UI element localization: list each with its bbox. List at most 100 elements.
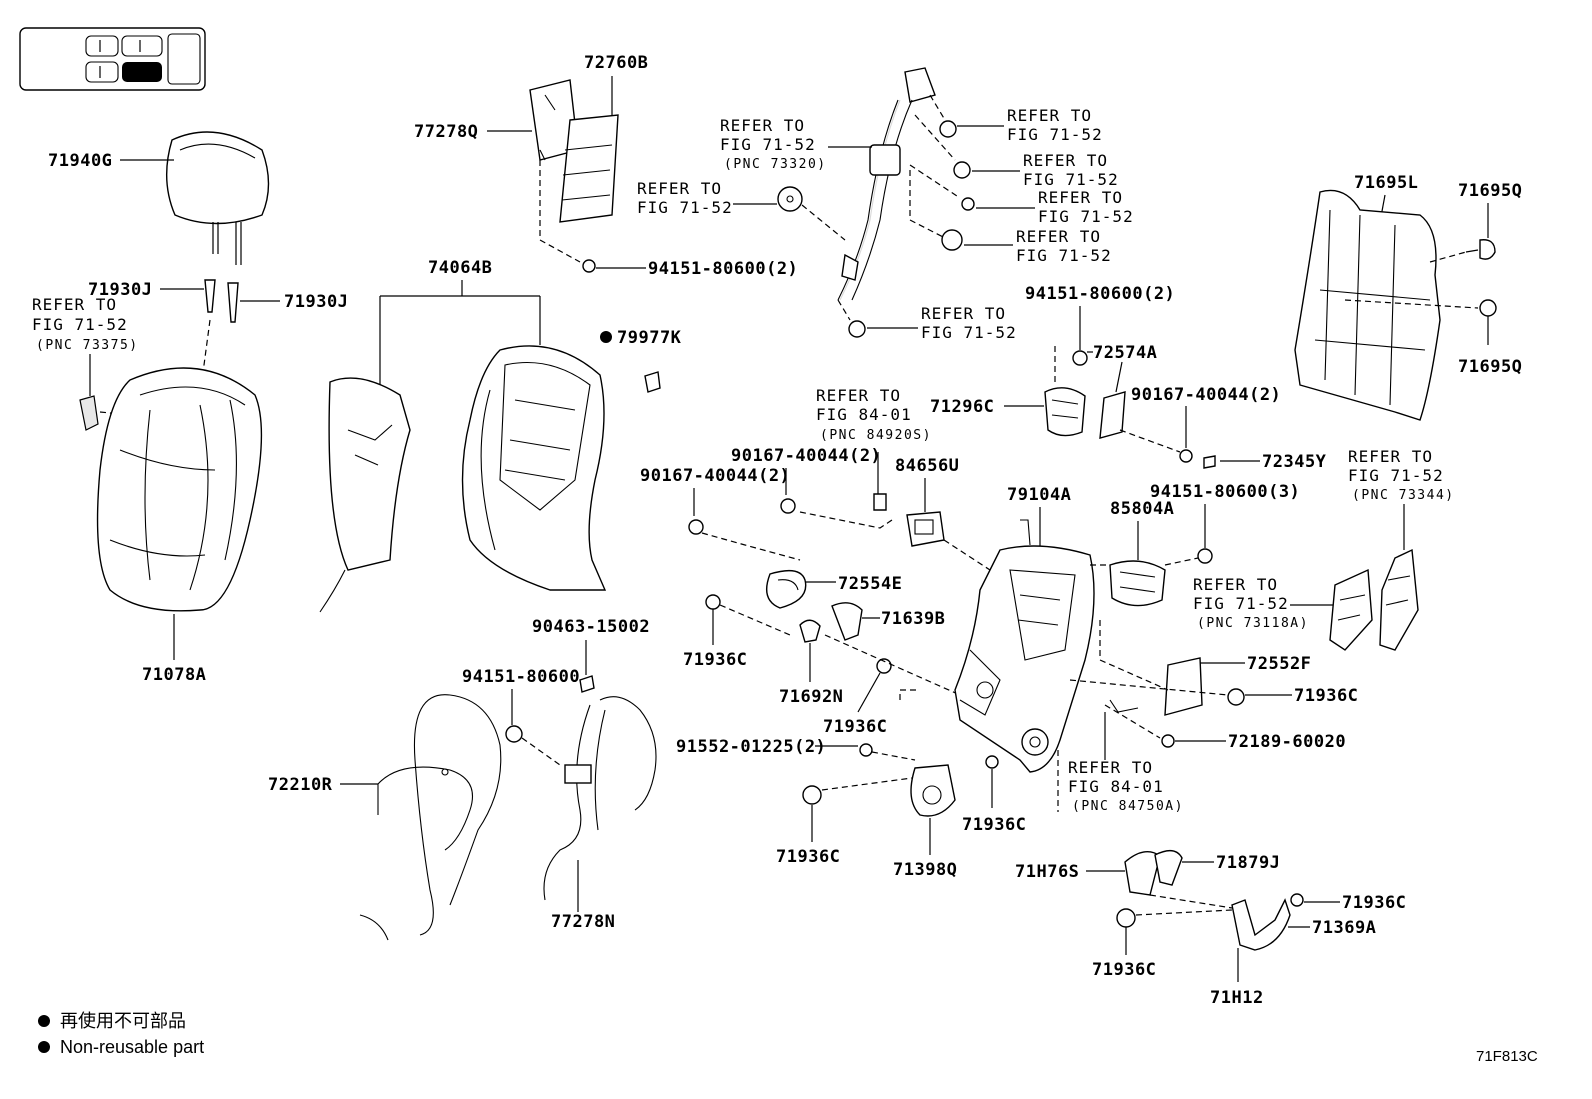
legend-non-reusable-en: Non-reusable part [60, 1037, 204, 1057]
label-79977K: 79977K [617, 328, 682, 348]
label-72210R: 72210R [268, 775, 333, 795]
label-72345Y: 72345Y [1262, 452, 1327, 472]
headrest-drawing [165, 131, 270, 265]
label-72574A: 72574A [1093, 343, 1157, 363]
label-72760B: 72760B [584, 53, 648, 73]
refer-fig-71-52-pnc-73375: REFER TO FIG 71-52 (PNC 73375) [32, 295, 139, 353]
label-71H76S: 71H76S [1015, 862, 1079, 882]
nut-84656U-drawing [873, 493, 887, 511]
label-71398Q: 71398Q [893, 860, 957, 880]
svg-text:FIG 71-52: FIG 71-52 [1193, 594, 1289, 613]
label-71692N: 71692N [779, 687, 843, 707]
svg-text:(PNC 84920S): (PNC 84920S) [820, 428, 932, 443]
wire-harness-72210R-drawing [359, 694, 502, 941]
recliner-cover-drawing [1044, 387, 1126, 439]
svg-text:REFER TO: REFER TO [720, 116, 805, 135]
label-71695L: 71695L [1354, 173, 1418, 193]
wire-harness-77278N-drawing [543, 696, 657, 901]
svg-text:FIG 71-52: FIG 71-52 [921, 323, 1017, 342]
seat-locator-icon [19, 27, 206, 91]
svg-text:REFER TO: REFER TO [1193, 575, 1278, 594]
svg-text:(PNC 73375): (PNC 73375) [36, 338, 139, 353]
label-91552-01225-2: 91552-01225(2) [676, 737, 826, 757]
refer-fig-71-52-pnc-73344: REFER TO FIG 71-52 (PNC 73344) [1348, 447, 1455, 503]
svg-text:REFER TO: REFER TO [1348, 447, 1433, 466]
seat-back-frame-pad-drawing [461, 345, 607, 591]
refer-fig-71-52-nut: REFER TO FIG 71-52 [1016, 227, 1112, 265]
label-71078A: 71078A [142, 665, 206, 685]
cover-71H76S-drawing [1124, 850, 1183, 896]
label-71695Q-bottom: 71695Q [1458, 357, 1522, 377]
label-84656U: 84656U [895, 456, 959, 476]
svg-text:(PNC 84750A): (PNC 84750A) [1072, 799, 1184, 814]
svg-text:REFER TO: REFER TO [637, 179, 722, 198]
seat-back-cover-drawing [96, 367, 263, 612]
cover-71692N-drawing [799, 619, 821, 643]
label-85804A: 85804A [1110, 499, 1174, 519]
seat-back-board-drawing [529, 79, 619, 223]
label-71936C-mid: 71936C [823, 717, 887, 737]
lock-73118A-drawing [1329, 568, 1373, 651]
label-71936C-left: 71936C [683, 650, 747, 670]
label-90463-15002: 90463-15002 [532, 617, 650, 637]
svg-text:FIG 71-52: FIG 71-52 [1348, 466, 1444, 485]
label-90167-40044-2-right: 90167-40044(2) [1131, 385, 1281, 405]
control-85804A-drawing [1109, 560, 1166, 607]
refer-fig-71-52-lower-bolt: REFER TO FIG 71-52 [921, 304, 1017, 342]
label-71936C-bottom: 71936C [1092, 960, 1156, 980]
seat-back-frame-drawing [954, 519, 1095, 773]
svg-text:REFER TO: REFER TO [816, 386, 901, 405]
seat-back-pad-drawing [319, 377, 411, 613]
belt-bolts-drawing [848, 120, 975, 338]
svg-text:FIG 71-52: FIG 71-52 [32, 315, 128, 334]
svg-text:REFER TO: REFER TO [1016, 227, 1101, 246]
refer-fig-71-52-bolt-2: REFER TO FIG 71-52 [1023, 151, 1118, 189]
diagram-code: 71F813C [1476, 1048, 1538, 1065]
label-79104A: 79104A [1007, 485, 1071, 505]
svg-text:REFER TO: REFER TO [1038, 188, 1123, 207]
label-71879J: 71879J [1216, 853, 1280, 873]
refer-fig-84-01-pnc-84920S: REFER TO FIG 84-01 (PNC 84920S) [816, 386, 932, 443]
seat-back-board-71695L-drawing [1294, 189, 1441, 421]
bracket-72554E-drawing [766, 569, 807, 609]
washer-drawing [777, 186, 803, 212]
svg-text:REFER TO: REFER TO [32, 295, 117, 314]
refer-fig-71-52-pnc-73118A: REFER TO FIG 71-52 (PNC 73118A) [1193, 575, 1307, 631]
refer-fig-71-52-pnc-73320: REFER TO FIG 71-52 (PNC 73320) [720, 116, 827, 172]
label-71369A: 71369A [1312, 918, 1376, 938]
label-71H12: 71H12 [1210, 988, 1264, 1008]
bracket-84656U-drawing [906, 511, 945, 547]
label-90167-40044-2-mid: 90167-40044(2) [731, 446, 881, 466]
bracket-73344-drawing [1379, 548, 1419, 651]
cover-71398Q-drawing [910, 764, 956, 817]
label-71930J-left: 71930J [88, 280, 152, 300]
svg-text:FIG 71-52: FIG 71-52 [1016, 246, 1112, 265]
svg-text:FIG 71-52: FIG 71-52 [1007, 125, 1103, 144]
svg-text:(PNC 73320): (PNC 73320) [724, 157, 827, 172]
svg-text:REFER TO: REFER TO [1023, 151, 1108, 170]
legend-non-reusable-ja: 再使用不可部品 [60, 1011, 186, 1031]
cover-72552F-drawing [1164, 657, 1203, 716]
svg-text:REFER TO: REFER TO [1007, 106, 1092, 125]
label-94151-80600-harness: 94151-80600 [462, 667, 580, 687]
headrest-guide-drawing [204, 279, 239, 323]
label-71930J-right: 71930J [284, 292, 348, 312]
label-72189-60020: 72189-60020 [1228, 732, 1346, 752]
seat-belt-drawing [837, 67, 936, 301]
label-71940G: 71940G [48, 151, 112, 171]
cover-71639B-drawing [831, 602, 863, 641]
svg-text:(PNC 73344): (PNC 73344) [1352, 488, 1455, 503]
svg-text:FIG 84-01: FIG 84-01 [1068, 777, 1164, 796]
label-71296C: 71296C [930, 397, 994, 417]
label-71936C-right: 71936C [1294, 686, 1358, 706]
clip-drawing [79, 395, 99, 431]
label-74064B: 74064B [428, 258, 492, 278]
label-tag-drawing [644, 371, 661, 393]
label-94151-80600-2-top: 94151-80600(2) [648, 259, 798, 279]
label-94151-80600-2-mid: 94151-80600(2) [1025, 284, 1175, 304]
label-71936C-lower-left: 71936C [776, 847, 840, 867]
refer-fig-84-01-pnc-84750A: REFER TO FIG 84-01 (PNC 84750A) [1068, 758, 1184, 814]
label-77278N: 77278N [551, 912, 615, 932]
label-77278Q: 77278Q [414, 122, 478, 142]
